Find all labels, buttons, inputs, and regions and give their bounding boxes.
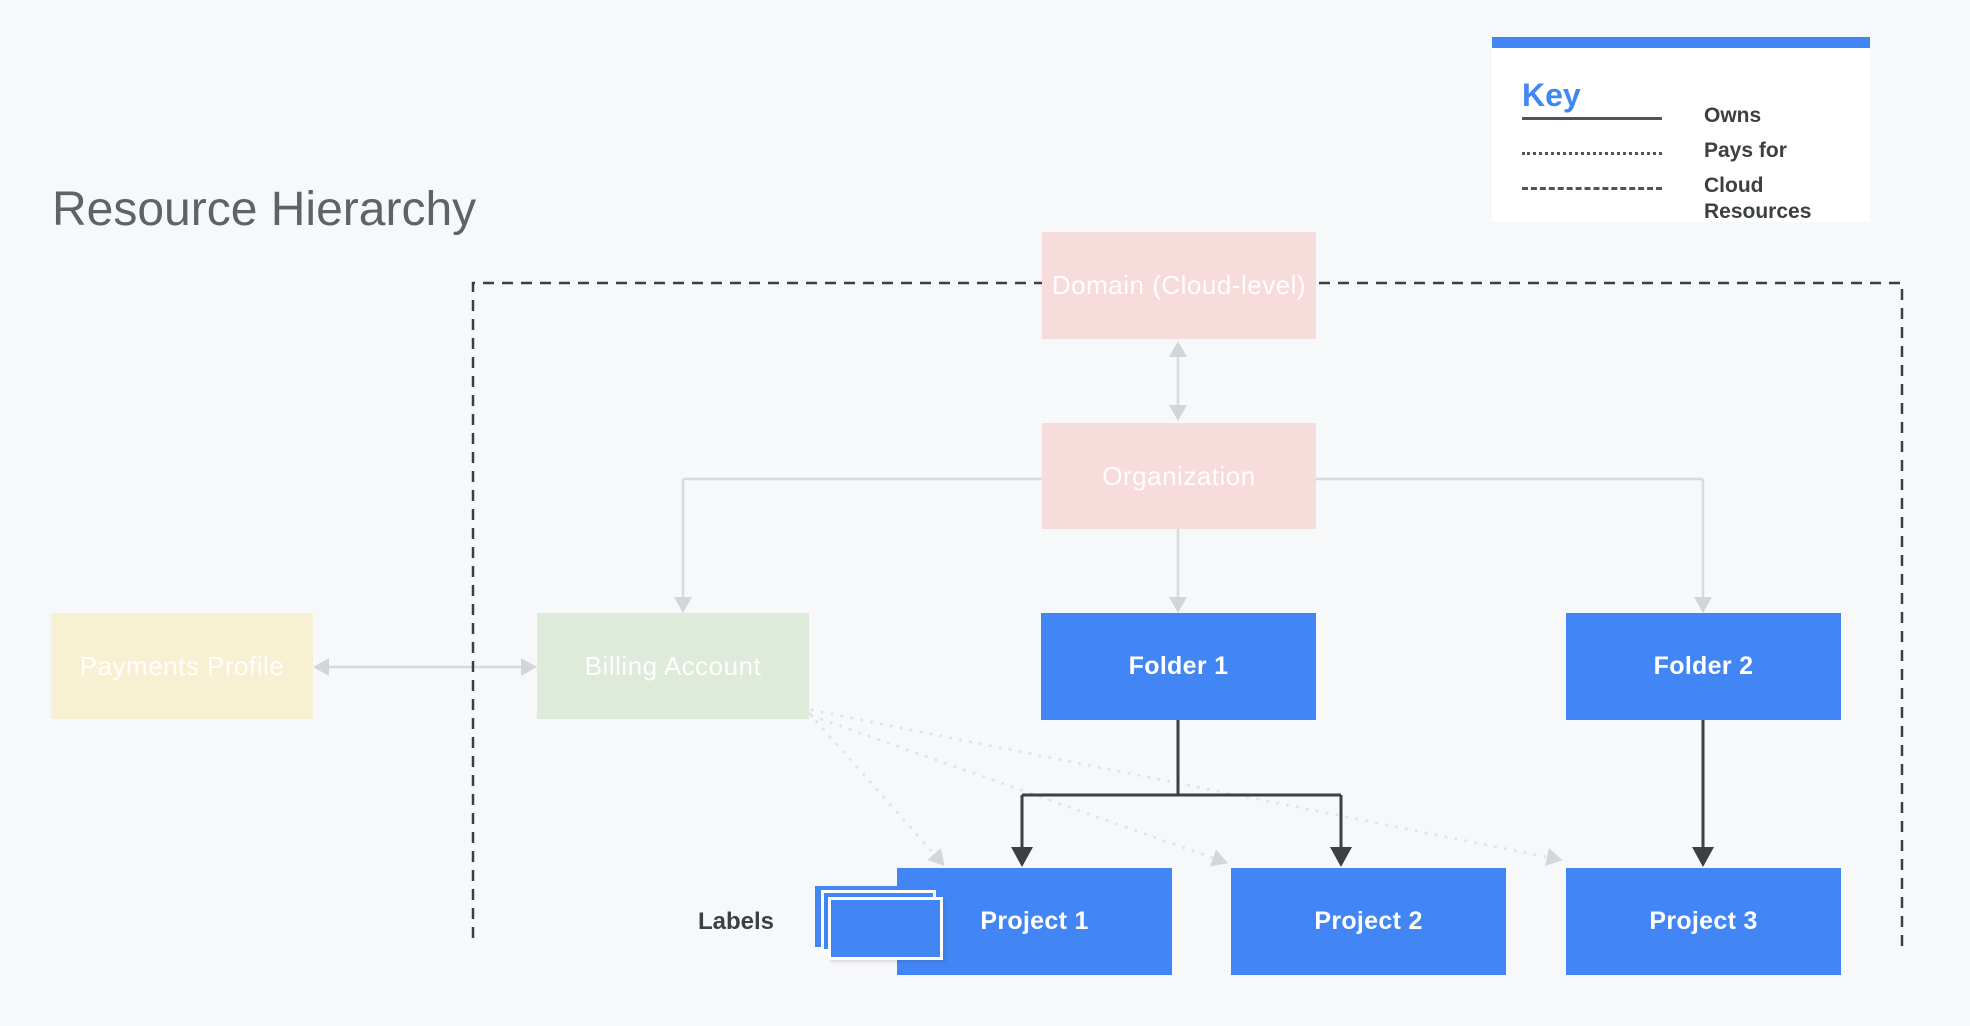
cloud-resources-line-sample bbox=[1522, 187, 1662, 190]
key-accent-bar bbox=[1492, 37, 1870, 48]
folder1-branch-line bbox=[1022, 720, 1341, 797]
node-payments-profile: Payments Profile bbox=[51, 613, 313, 719]
labels-stacked-cards-icon bbox=[815, 886, 945, 962]
key-heading: Key bbox=[1522, 77, 1581, 113]
node-project-2: Project 2 bbox=[1231, 868, 1506, 975]
owns-line-sample bbox=[1522, 117, 1662, 120]
label-card-front bbox=[828, 897, 943, 960]
owns-connectors-light bbox=[313, 341, 1712, 676]
node-organization: Organization bbox=[1042, 423, 1316, 529]
node-billing-account: Billing Account bbox=[537, 613, 809, 719]
page-title: Resource Hierarchy bbox=[52, 183, 477, 236]
billing-to-project2-dotted bbox=[810, 714, 1229, 867]
labels-caption: Labels bbox=[698, 908, 775, 935]
node-folder-2: Folder 2 bbox=[1566, 613, 1841, 720]
pays-for-line-sample bbox=[1522, 152, 1662, 155]
folder-project-connectors-dark bbox=[1011, 720, 1714, 867]
node-folder-1: Folder 1 bbox=[1041, 613, 1316, 720]
node-project-3: Project 3 bbox=[1566, 868, 1841, 975]
key-label-pays-for: Pays for bbox=[1704, 139, 1787, 162]
key-label-owns: Owns bbox=[1704, 104, 1762, 127]
node-domain: Domain (Cloud-level) bbox=[1042, 232, 1316, 339]
billing-to-project1-dotted bbox=[808, 712, 945, 866]
key-legend: Key Owns Pays for Cloud Resources bbox=[1492, 37, 1870, 223]
key-label-cloud-resources: Cloud Resources bbox=[1704, 174, 1812, 223]
